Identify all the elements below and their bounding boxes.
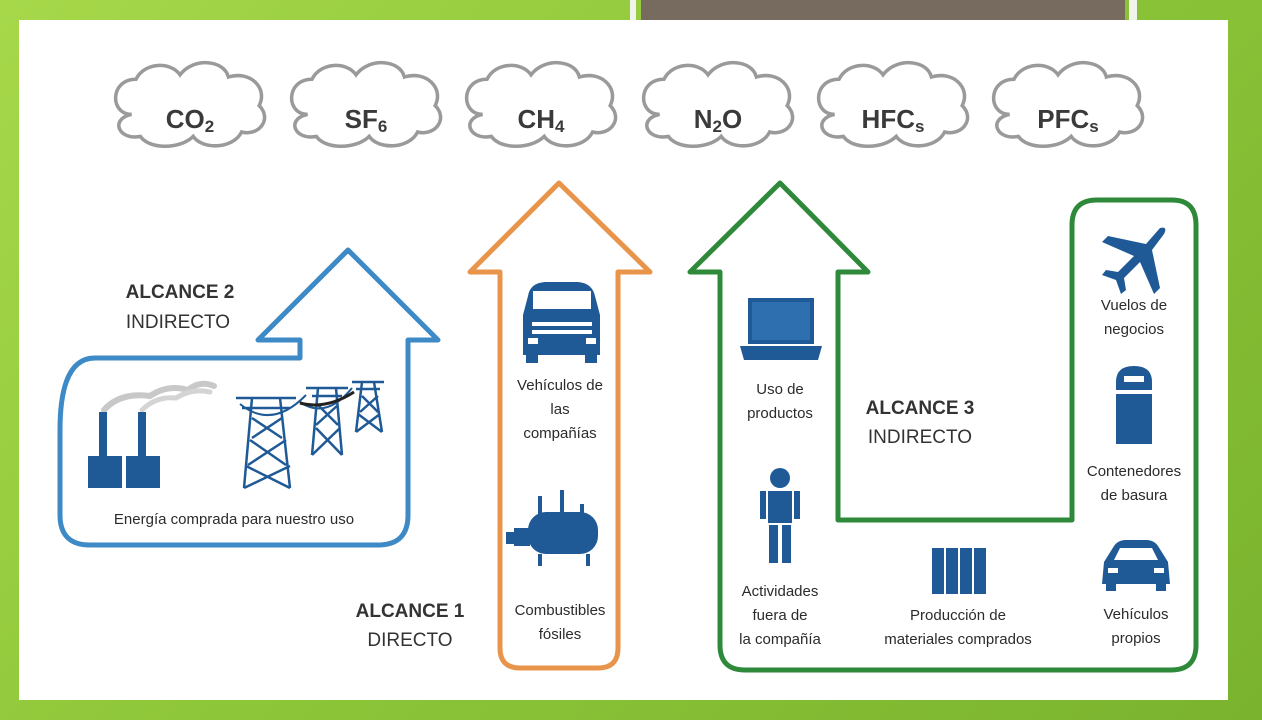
materials-icon xyxy=(932,548,986,594)
gas-label: SF6 xyxy=(345,104,388,136)
scope3-item-product-use: Uso de productos xyxy=(747,381,813,422)
scope3-item-outside-activities: Actividades fuera de la compañía xyxy=(739,583,821,648)
background-frame xyxy=(1129,0,1137,20)
svg-text:de basura: de basura xyxy=(1101,487,1168,504)
svg-text:materiales comprados: materiales comprados xyxy=(884,631,1032,648)
svg-text:propios: propios xyxy=(1111,630,1160,647)
boiler-icon xyxy=(506,490,598,566)
svg-text:Combustibles: Combustibles xyxy=(515,602,606,619)
gas-label: PFCs xyxy=(1037,104,1098,136)
trash-bin-icon xyxy=(1116,366,1152,444)
scope3-subtitle: INDIRECTO xyxy=(868,427,972,448)
scope3-title: ALCANCE 3 xyxy=(866,398,975,419)
gas-label: CH4 xyxy=(517,104,565,136)
scope3-item-purchased-materials: Producción de materiales comprados xyxy=(884,607,1032,648)
gas-label: CO2 xyxy=(166,104,214,136)
background-frame xyxy=(630,0,636,20)
svg-text:Uso de: Uso de xyxy=(756,381,804,398)
laptop-icon xyxy=(740,298,822,360)
gas-label: HFCs xyxy=(862,104,925,136)
scope3-item-waste-containers: Contenedores de basura xyxy=(1087,463,1181,504)
svg-text:compañías: compañías xyxy=(523,425,596,442)
power-tower-icon xyxy=(236,380,384,490)
car-icon xyxy=(1102,540,1170,591)
scope2-subtitle: INDIRECTO xyxy=(126,312,230,333)
scope3-arrow-outline xyxy=(687,180,1199,673)
svg-text:Producción de: Producción de xyxy=(910,607,1006,624)
scope1-subtitle: DIRECTO xyxy=(367,630,452,651)
scope3-item-business-flights: Vuelos de negocios xyxy=(1101,297,1167,338)
van-icon xyxy=(523,282,600,363)
scope1-title: ALCANCE 1 xyxy=(356,601,465,622)
svg-text:productos: productos xyxy=(747,405,813,422)
gas-label: N2O xyxy=(694,104,742,136)
scope1-item-fossil-fuels: Combustibles fósiles xyxy=(515,602,606,643)
person-icon xyxy=(760,468,800,563)
background-bar xyxy=(641,0,1125,20)
scope1-item-vehicles: Vehículos de las compañías xyxy=(517,377,603,442)
airplane-icon xyxy=(1102,227,1166,294)
svg-text:las: las xyxy=(550,401,569,418)
svg-text:negocios: negocios xyxy=(1104,321,1164,338)
scope2-title: ALCANCE 2 xyxy=(126,282,235,303)
svg-text:la compañía: la compañía xyxy=(739,631,821,648)
gas-clouds: CO2 SF6 CH4 N2O HFCs PFCs xyxy=(113,60,1145,149)
scope1-arrow-outline xyxy=(467,180,653,671)
svg-text:Vehículos de: Vehículos de xyxy=(517,377,603,394)
svg-text:Actividades: Actividades xyxy=(742,583,819,600)
scope3-item-own-vehicles: Vehículos propios xyxy=(1103,606,1168,647)
factory-icon xyxy=(88,380,217,488)
scope2-arrow-outline xyxy=(57,247,441,548)
scope2-label: Energía comprada para nuestro uso xyxy=(114,511,354,528)
svg-text:Vuelos de: Vuelos de xyxy=(1101,297,1167,314)
svg-text:fuera de: fuera de xyxy=(752,607,807,624)
svg-text:Vehículos: Vehículos xyxy=(1103,606,1168,623)
svg-text:fósiles: fósiles xyxy=(539,626,582,643)
svg-text:Contenedores: Contenedores xyxy=(1087,463,1181,480)
